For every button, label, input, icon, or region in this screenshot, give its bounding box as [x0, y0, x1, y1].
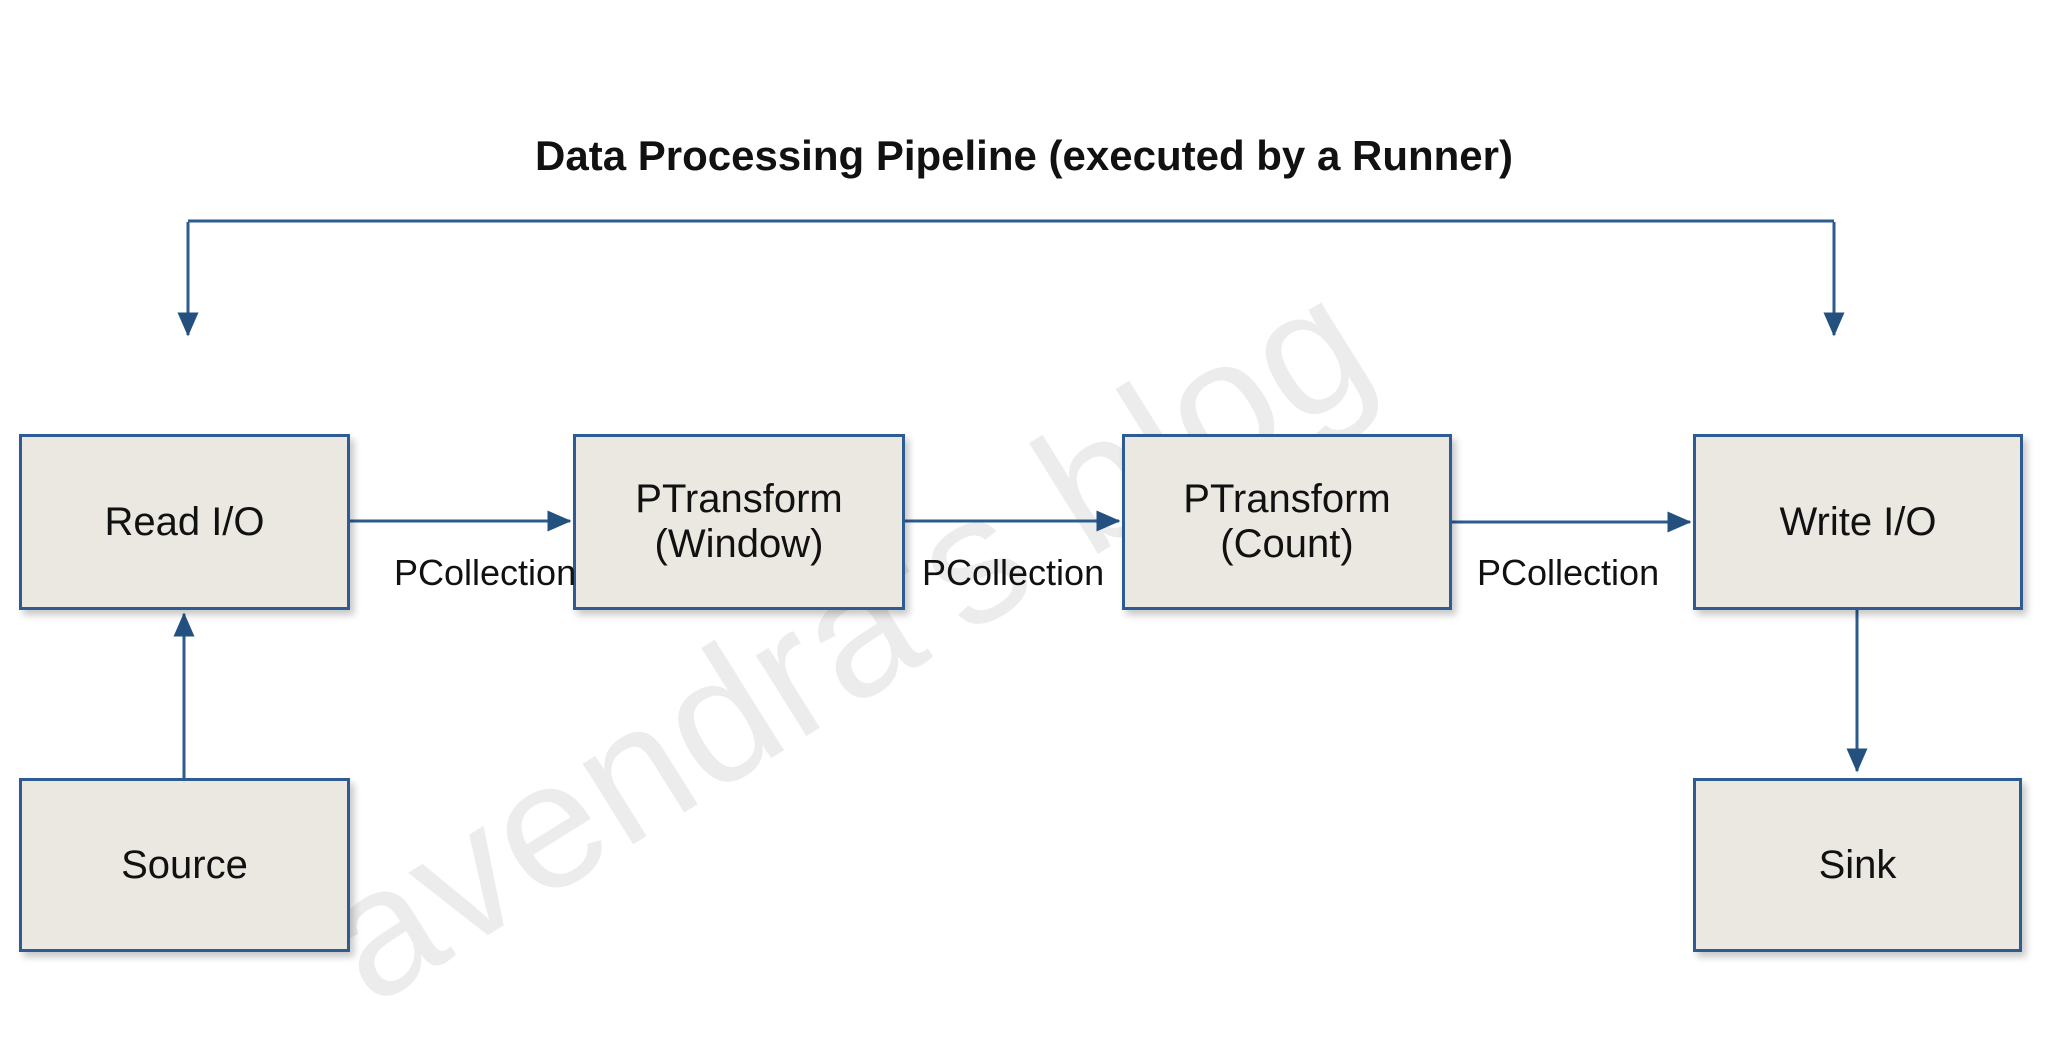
edge-label-pcollection-3: PCollection — [1477, 552, 1660, 593]
diagram-title: Data Processing Pipeline (executed by a … — [535, 132, 1513, 179]
node-ptransform-count-label: PTransform — [1183, 477, 1391, 522]
edge-label-pcollection-2: PCollection — [922, 552, 1105, 593]
node-ptransform-window-sublabel: (Window) — [654, 522, 824, 566]
node-sink-label: Sink — [1818, 842, 1897, 887]
node-ptransform-window: PTransform (Window) — [573, 434, 905, 610]
node-sink: Sink — [1693, 778, 2022, 952]
node-ptransform-count: PTransform (Count) — [1122, 434, 1452, 610]
node-read-io: Read I/O — [19, 434, 350, 610]
node-read-io-label: Read I/O — [104, 499, 265, 544]
node-source: Source — [19, 778, 350, 952]
node-source-label: Source — [121, 842, 248, 887]
node-write-io-label: Write I/O — [1779, 499, 1937, 544]
node-ptransform-count-sublabel: (Count) — [1220, 522, 1354, 566]
edge-label-pcollection-1: PCollection — [394, 552, 577, 593]
node-write-io: Write I/O — [1693, 434, 2023, 610]
node-ptransform-window-label: PTransform — [635, 477, 843, 522]
